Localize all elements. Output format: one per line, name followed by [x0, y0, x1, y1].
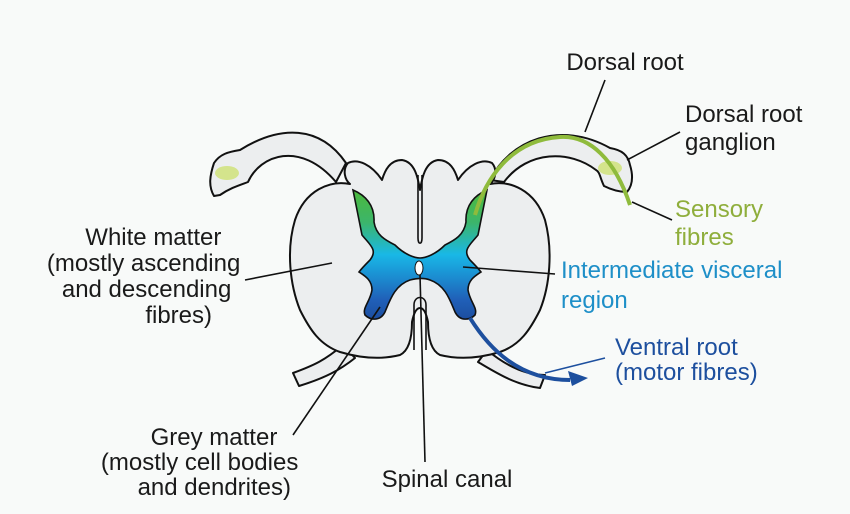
dorsal-median-septum: [417, 175, 423, 245]
right-ventral-root: [477, 349, 546, 389]
label-ventral-root: Ventral root (motor fibres): [615, 334, 758, 386]
leader-dorsal-root: [584, 79, 606, 133]
leader-spinal-canal: [419, 274, 426, 463]
motor-fibre-path: [468, 316, 571, 382]
leader-sensory-fibres: [631, 201, 673, 221]
left-ganglion-cells: [215, 166, 239, 180]
label-sensory-fibres: Sensory fibres: [675, 196, 770, 251]
leader-intermediate: [462, 266, 556, 275]
leader-grey-matter: [292, 306, 381, 436]
motor-arrow-head: [568, 371, 588, 386]
label-grey-matter: Grey matter (mostly cell bodies and dend…: [101, 424, 305, 501]
leader-ventral-root: [544, 357, 606, 374]
label-dorsal-root: Dorsal root: [566, 49, 684, 76]
left-ventral-root: [292, 344, 356, 387]
grey-matter: [351, 188, 489, 320]
spinal-canal: [414, 260, 424, 276]
leader-white-matter: [244, 262, 333, 281]
label-intermediate-visceral: Intermediate visceral region: [561, 257, 789, 314]
label-white-matter: White matter (mostly ascending and desce…: [47, 224, 247, 329]
left-dorsal-root: [209, 131, 347, 197]
label-dorsal-root-ganglion: Dorsal root ganglion: [685, 101, 809, 156]
label-spinal-canal: Spinal canal: [382, 466, 513, 493]
sensory-fibre-path: [473, 134, 632, 216]
leader-dorsal-root-ganglion: [626, 131, 681, 161]
